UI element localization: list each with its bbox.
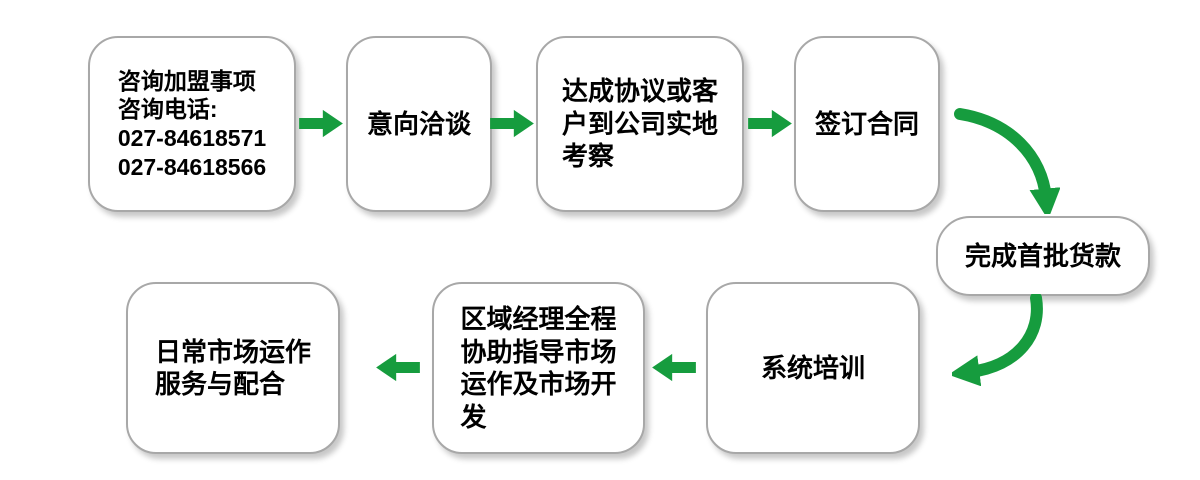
flow-node-intent: 意向洽谈 bbox=[346, 36, 492, 212]
flow-node-training-label: 系统培训 bbox=[760, 352, 865, 383]
flow-node-agreement: 达成协议或客 户到公司实地 考察 bbox=[536, 36, 744, 212]
curved-arrow-down-right-icon bbox=[954, 108, 1060, 214]
flow-node-daily-label: 日常市场运作 服务与配合 bbox=[154, 336, 311, 400]
flow-node-manager-label: 区域经理全程 协助指导市场 运作及市场开 发 bbox=[460, 304, 617, 432]
flow-node-agreement-label: 达成协议或客 户到公司实地 考察 bbox=[561, 76, 718, 172]
flow-node-manager: 区域经理全程 协助指导市场 运作及市场开 发 bbox=[432, 282, 645, 454]
flow-node-intent-label: 意向洽谈 bbox=[367, 108, 472, 139]
arrow-right-icon bbox=[299, 109, 343, 138]
curved-arrow-down-left-icon bbox=[952, 294, 1043, 386]
flow-node-training: 系统培训 bbox=[706, 282, 920, 454]
flow-node-consult-label: 咨询加盟事项 咨询电话: 027-84618571 027-84618566 bbox=[117, 67, 267, 180]
arrow-right-icon bbox=[748, 109, 792, 138]
flow-node-payment-label: 完成首批货款 bbox=[964, 240, 1121, 271]
flow-node-contract: 签订合同 bbox=[794, 36, 940, 212]
arrow-left-icon bbox=[652, 353, 696, 382]
flow-node-daily: 日常市场运作 服务与配合 bbox=[126, 282, 340, 454]
flow-node-payment: 完成首批货款 bbox=[936, 216, 1150, 296]
flow-node-consult: 咨询加盟事项 咨询电话: 027-84618571 027-84618566 bbox=[88, 36, 296, 212]
flow-node-contract-label: 签订合同 bbox=[815, 108, 920, 139]
arrow-right-icon bbox=[490, 109, 534, 138]
arrow-left-icon bbox=[376, 353, 420, 382]
